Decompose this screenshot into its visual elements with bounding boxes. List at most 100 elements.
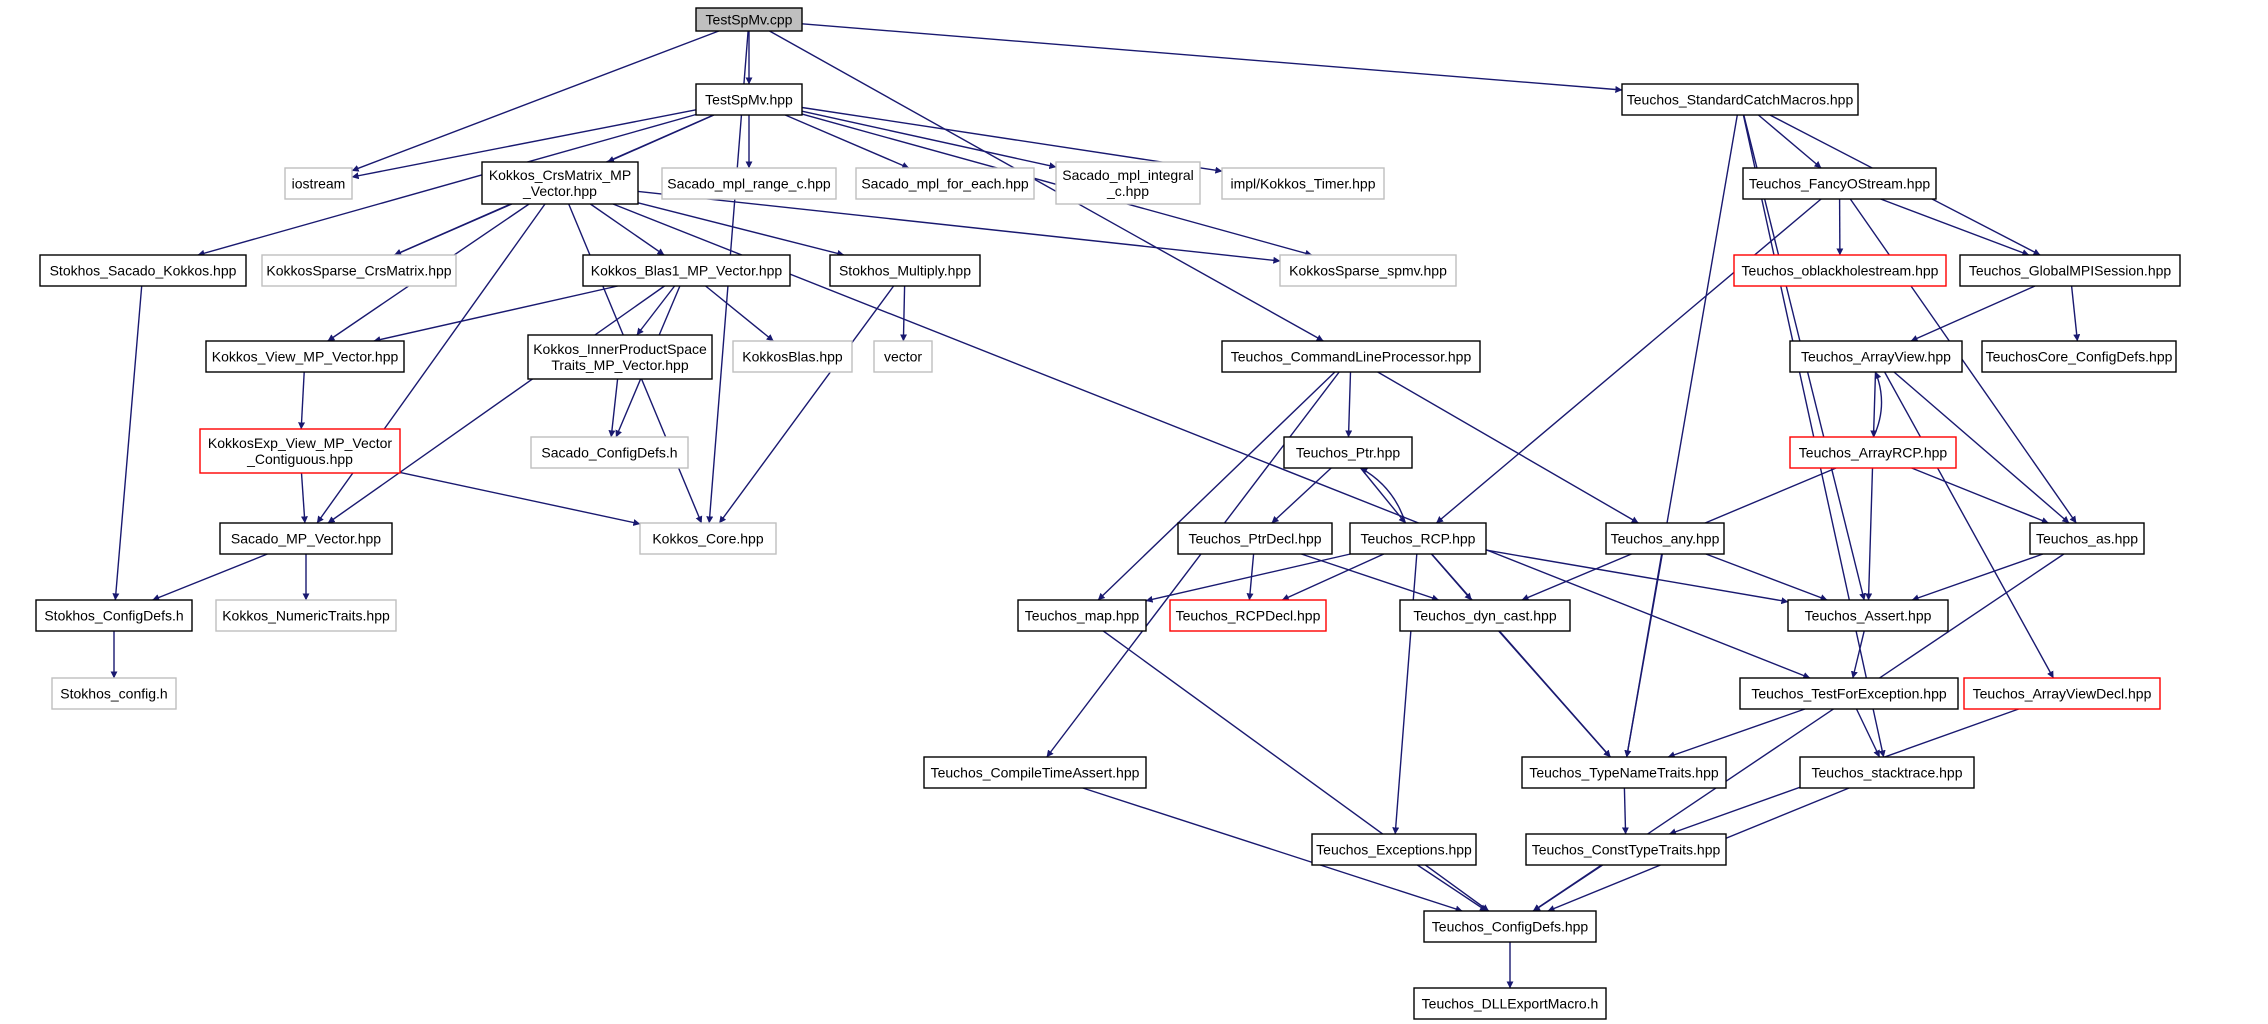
node-box[interactable] <box>1399 599 1571 632</box>
graph-node-n38[interactable]: Teuchos_RCPDecl.hpp <box>1169 599 1327 632</box>
node-box[interactable] <box>1739 677 1959 710</box>
graph-node-n49[interactable]: Teuchos_DLLExportMacro.h <box>1413 987 1607 1020</box>
node-box[interactable] <box>1423 910 1597 943</box>
graph-node-n46[interactable]: Teuchos_Exceptions.hpp <box>1311 833 1477 866</box>
node-box[interactable] <box>1283 436 1413 469</box>
node-box[interactable] <box>661 167 837 200</box>
graph-node-n34[interactable]: Teuchos_RCP.hpp <box>1349 522 1487 555</box>
node-box[interactable] <box>219 522 393 555</box>
node-box[interactable] <box>1742 167 1937 200</box>
graph-node-n21[interactable]: Kokkos_Core.hpp <box>639 522 777 555</box>
node-box[interactable] <box>1169 599 1327 632</box>
node-box[interactable] <box>695 83 803 116</box>
node-box[interactable] <box>1959 254 2181 287</box>
graph-node-n44[interactable]: Teuchos_TypeNameTraits.hpp <box>1521 756 1727 789</box>
node-box[interactable] <box>261 254 457 287</box>
graph-node-n32[interactable]: Teuchos_ArrayRCP.hpp <box>1789 436 1957 469</box>
graph-node-n5[interactable]: Sacado_mpl_range_c.hpp <box>661 167 837 200</box>
node-box[interactable] <box>1521 756 1727 789</box>
graph-node-n26[interactable]: Teuchos_oblackholestream.hpp <box>1733 254 1947 287</box>
node-box[interactable] <box>1413 987 1607 1020</box>
graph-node-n43[interactable]: Teuchos_CompileTimeAssert.hpp <box>923 756 1147 789</box>
graph-node-n1[interactable]: TestSpMv.hpp <box>695 83 803 116</box>
graph-node-n27[interactable]: Teuchos_GlobalMPISession.hpp <box>1959 254 2181 287</box>
node-box[interactable] <box>873 340 933 373</box>
node-box[interactable] <box>51 677 177 710</box>
graph-node-n47[interactable]: Teuchos_ConstTypeTraits.hpp <box>1525 833 1727 866</box>
graph-node-n31[interactable]: Teuchos_Ptr.hpp <box>1283 436 1413 469</box>
graph-node-n17[interactable]: vector <box>873 340 933 373</box>
graph-node-n24[interactable]: Stokhos_config.h <box>51 677 177 710</box>
node-box[interactable] <box>1789 436 1957 469</box>
node-box[interactable] <box>695 7 803 32</box>
graph-node-n30[interactable]: TeuchosCore_ConfigDefs.hpp <box>1981 340 2177 373</box>
node-box[interactable] <box>732 340 853 373</box>
node-box[interactable] <box>199 428 401 474</box>
node-box[interactable] <box>923 756 1147 789</box>
node-box[interactable] <box>1733 254 1947 287</box>
graph-node-n33[interactable]: Teuchos_PtrDecl.hpp <box>1177 522 1333 555</box>
graph-node-n8[interactable]: impl/Kokkos_Timer.hpp <box>1221 167 1385 200</box>
graph-node-n25[interactable]: Teuchos_FancyOStream.hpp <box>1742 167 1937 200</box>
graph-node-n14[interactable]: Kokkos_View_MP_Vector.hpp <box>205 340 405 373</box>
graph-node-n11[interactable]: Kokkos_Blas1_MP_Vector.hpp <box>582 254 791 287</box>
node-box[interactable] <box>530 436 689 469</box>
node-box[interactable] <box>1177 522 1333 555</box>
graph-node-n28[interactable]: Teuchos_CommandLineProcessor.hpp <box>1221 340 1481 373</box>
node-box[interactable] <box>1221 340 1481 373</box>
graph-node-n3[interactable]: Teuchos_StandardCatchMacros.hpp <box>1621 83 1859 116</box>
node-box[interactable] <box>1221 167 1385 200</box>
graph-node-n9[interactable]: Stokhos_Sacado_Kokkos.hpp <box>39 254 247 287</box>
node-box[interactable] <box>855 167 1035 200</box>
node-box[interactable] <box>1017 599 1147 632</box>
node-box[interactable] <box>1311 833 1477 866</box>
graph-node-n13[interactable]: KokkosSparse_spmv.hpp <box>1279 254 1457 287</box>
graph-node-n23[interactable]: Kokkos_NumericTraits.hpp <box>215 599 397 632</box>
graph-node-n6[interactable]: Sacado_mpl_for_each.hpp <box>855 167 1035 200</box>
node-box[interactable] <box>1605 522 1725 555</box>
graph-node-n16[interactable]: KokkosBlas.hpp <box>732 340 853 373</box>
node-box[interactable] <box>1787 599 1949 632</box>
graph-node-n0[interactable]: TestSpMv.cpp <box>695 7 803 32</box>
graph-node-n18[interactable]: KokkosExp_View_MP_Vector_Contiguous.hpp <box>199 428 401 474</box>
node-box[interactable] <box>1055 161 1201 205</box>
node-box[interactable] <box>829 254 981 287</box>
graph-node-n7[interactable]: Sacado_mpl_integral_c.hpp <box>1055 161 1201 205</box>
node-box[interactable] <box>1981 340 2177 373</box>
node-box[interactable] <box>284 167 353 200</box>
graph-node-n41[interactable]: Teuchos_TestForException.hpp <box>1739 677 1959 710</box>
graph-node-n4[interactable]: Kokkos_CrsMatrix_MP_Vector.hpp <box>481 161 639 205</box>
node-box[interactable] <box>1963 677 2161 710</box>
node-box[interactable] <box>527 334 713 380</box>
graph-node-n20[interactable]: Sacado_MP_Vector.hpp <box>219 522 393 555</box>
node-box[interactable] <box>2029 522 2145 555</box>
node-box[interactable] <box>1621 83 1859 116</box>
node-box[interactable] <box>1279 254 1457 287</box>
graph-node-n35[interactable]: Teuchos_any.hpp <box>1605 522 1725 555</box>
graph-node-n48[interactable]: Teuchos_ConfigDefs.hpp <box>1423 910 1597 943</box>
graph-node-n22[interactable]: Stokhos_ConfigDefs.h <box>35 599 193 632</box>
node-box[interactable] <box>39 254 247 287</box>
graph-node-n37[interactable]: Teuchos_map.hpp <box>1017 599 1147 632</box>
node-box[interactable] <box>1525 833 1727 866</box>
graph-node-n40[interactable]: Teuchos_Assert.hpp <box>1787 599 1949 632</box>
graph-node-n39[interactable]: Teuchos_dyn_cast.hpp <box>1399 599 1571 632</box>
node-box[interactable] <box>639 522 777 555</box>
graph-node-n29[interactable]: Teuchos_ArrayView.hpp <box>1789 340 1963 373</box>
graph-node-n45[interactable]: Teuchos_stacktrace.hpp <box>1799 756 1975 789</box>
node-box[interactable] <box>205 340 405 373</box>
node-box[interactable] <box>1349 522 1487 555</box>
graph-node-n2[interactable]: iostream <box>284 167 353 200</box>
node-box[interactable] <box>215 599 397 632</box>
graph-node-n15[interactable]: Kokkos_InnerProductSpaceTraits_MP_Vector… <box>527 334 713 380</box>
node-box[interactable] <box>1789 340 1963 373</box>
node-box[interactable] <box>1799 756 1975 789</box>
graph-node-n36[interactable]: Teuchos_as.hpp <box>2029 522 2145 555</box>
graph-node-n19[interactable]: Sacado_ConfigDefs.h <box>530 436 689 469</box>
graph-node-n12[interactable]: Stokhos_Multiply.hpp <box>829 254 981 287</box>
node-box[interactable] <box>35 599 193 632</box>
graph-node-n42[interactable]: Teuchos_ArrayViewDecl.hpp <box>1963 677 2161 710</box>
node-box[interactable] <box>582 254 791 287</box>
graph-node-n10[interactable]: KokkosSparse_CrsMatrix.hpp <box>261 254 457 287</box>
node-box[interactable] <box>481 161 639 205</box>
